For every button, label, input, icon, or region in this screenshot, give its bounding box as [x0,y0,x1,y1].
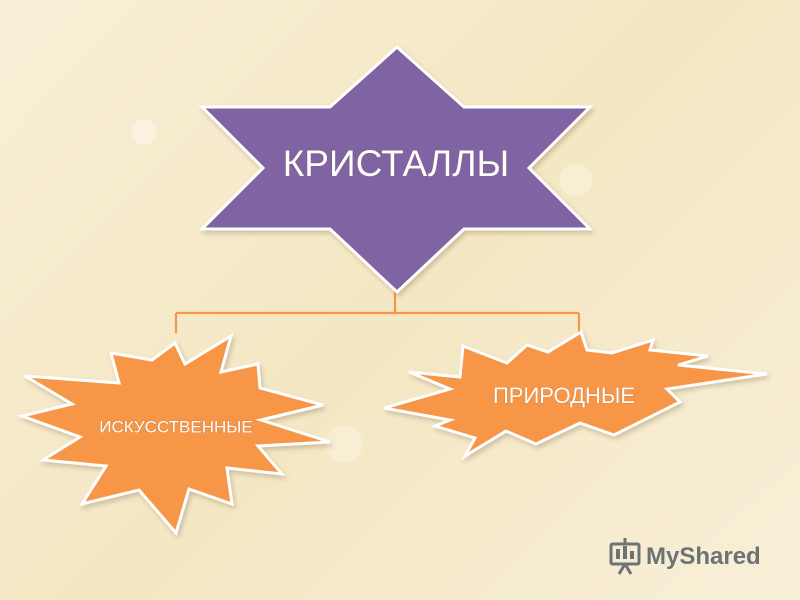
root-star-shape [198,44,594,295]
child-node-artificial: ИСКУССТВЕННЫЕ [16,332,331,537]
root-node: КРИСТАЛЛЫ [198,44,594,295]
root-node-label: КРИСТАЛЛЫ [283,143,510,184]
presentation-board-icon [609,538,641,575]
hierarchy-connectors [174,292,581,333]
artificial-node-label: ИСКУССТВЕННЫЕ [99,417,252,436]
natural-node-label: ПРИРОДНЫЕ [493,383,635,408]
artificial-burst-shape [16,332,331,537]
watermark: MyShared [609,538,761,575]
child-node-natural: ПРИРОДНЫЕ [383,329,768,461]
watermark-text: MyShared [646,543,761,570]
natural-burst-shape [383,329,768,461]
